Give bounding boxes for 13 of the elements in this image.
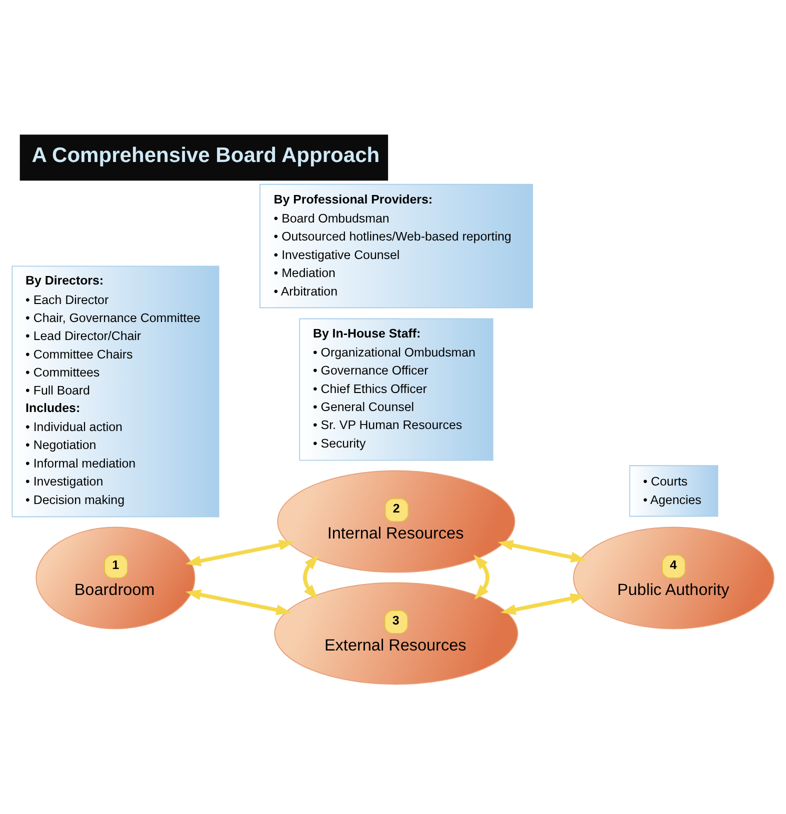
diagram-title: A Comprehensive Board Approach (32, 144, 380, 167)
node-ellipse: 4 Public Authority (573, 526, 774, 629)
arrow (498, 539, 586, 562)
node-box: By Professional Providers: • Board Ombudsman • Outsourced hotlines/Web-based reporting • Investigative Counsel • Mediation • Arbitration (259, 183, 533, 308)
arrow (500, 592, 586, 614)
node-box: By Directors: • Each Director • Chair, Governance Committee • Lead Director/Chair • Committee Chairs • Committees • Full Board Includes: • Individual action • Negotiation • Informal mediation • Investigation • Decision making (12, 265, 220, 517)
arrow (473, 554, 490, 600)
node-ellipse: 1 Boardroom (36, 526, 196, 629)
arrow (185, 588, 292, 615)
arrow (303, 554, 320, 600)
arrow (185, 539, 295, 566)
node-box: By In-House Staff: • Organizational Ombudsman • Governance Officer • Chief Ethics Officer • General Counsel • Sr. VP Human Resources • Security (299, 318, 494, 460)
node-box: • Courts • Agencies (629, 464, 718, 516)
